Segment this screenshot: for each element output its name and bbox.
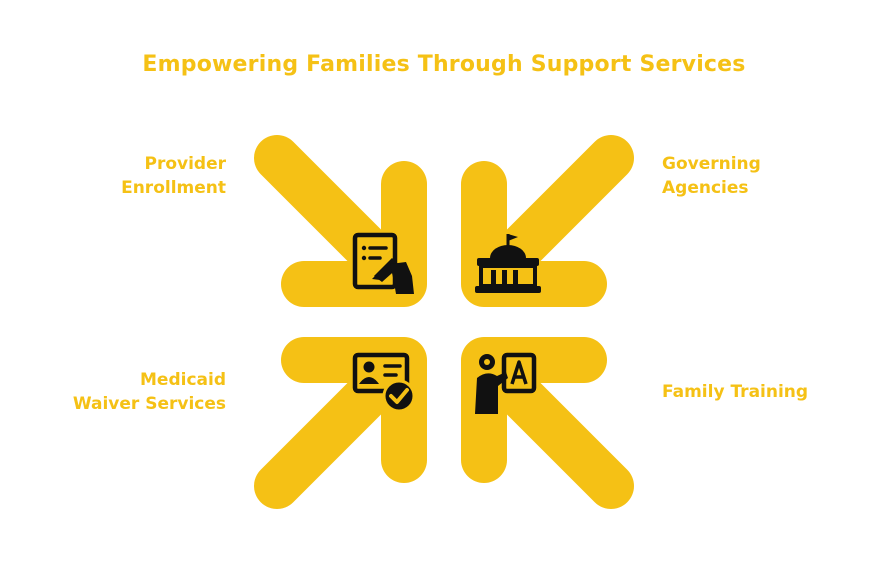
label-provider-enrollment: Provider Enrollment [121, 152, 226, 200]
diagram-title: Empowering Families Through Support Serv… [142, 52, 746, 77]
arrow-bottom-left [254, 337, 427, 509]
label-line: Governing [662, 154, 761, 174]
label-line: Enrollment [121, 178, 226, 198]
government-building-icon [475, 234, 541, 293]
label-line: Medicaid [140, 370, 226, 390]
label-line: Family Training [662, 382, 809, 402]
teacher-board-icon [475, 352, 537, 414]
label-line: Agencies [662, 178, 749, 198]
document-signing-icon [352, 232, 414, 294]
label-line: Waiver Services [72, 394, 226, 414]
label-line: Provider [144, 154, 226, 174]
label-medicaid-waiver-services: Medicaid Waiver Services [73, 368, 226, 416]
label-governing-agencies: Governing Agencies [662, 152, 761, 200]
id-card-check-icon [352, 352, 416, 413]
label-family-training: Family Training [662, 380, 808, 404]
